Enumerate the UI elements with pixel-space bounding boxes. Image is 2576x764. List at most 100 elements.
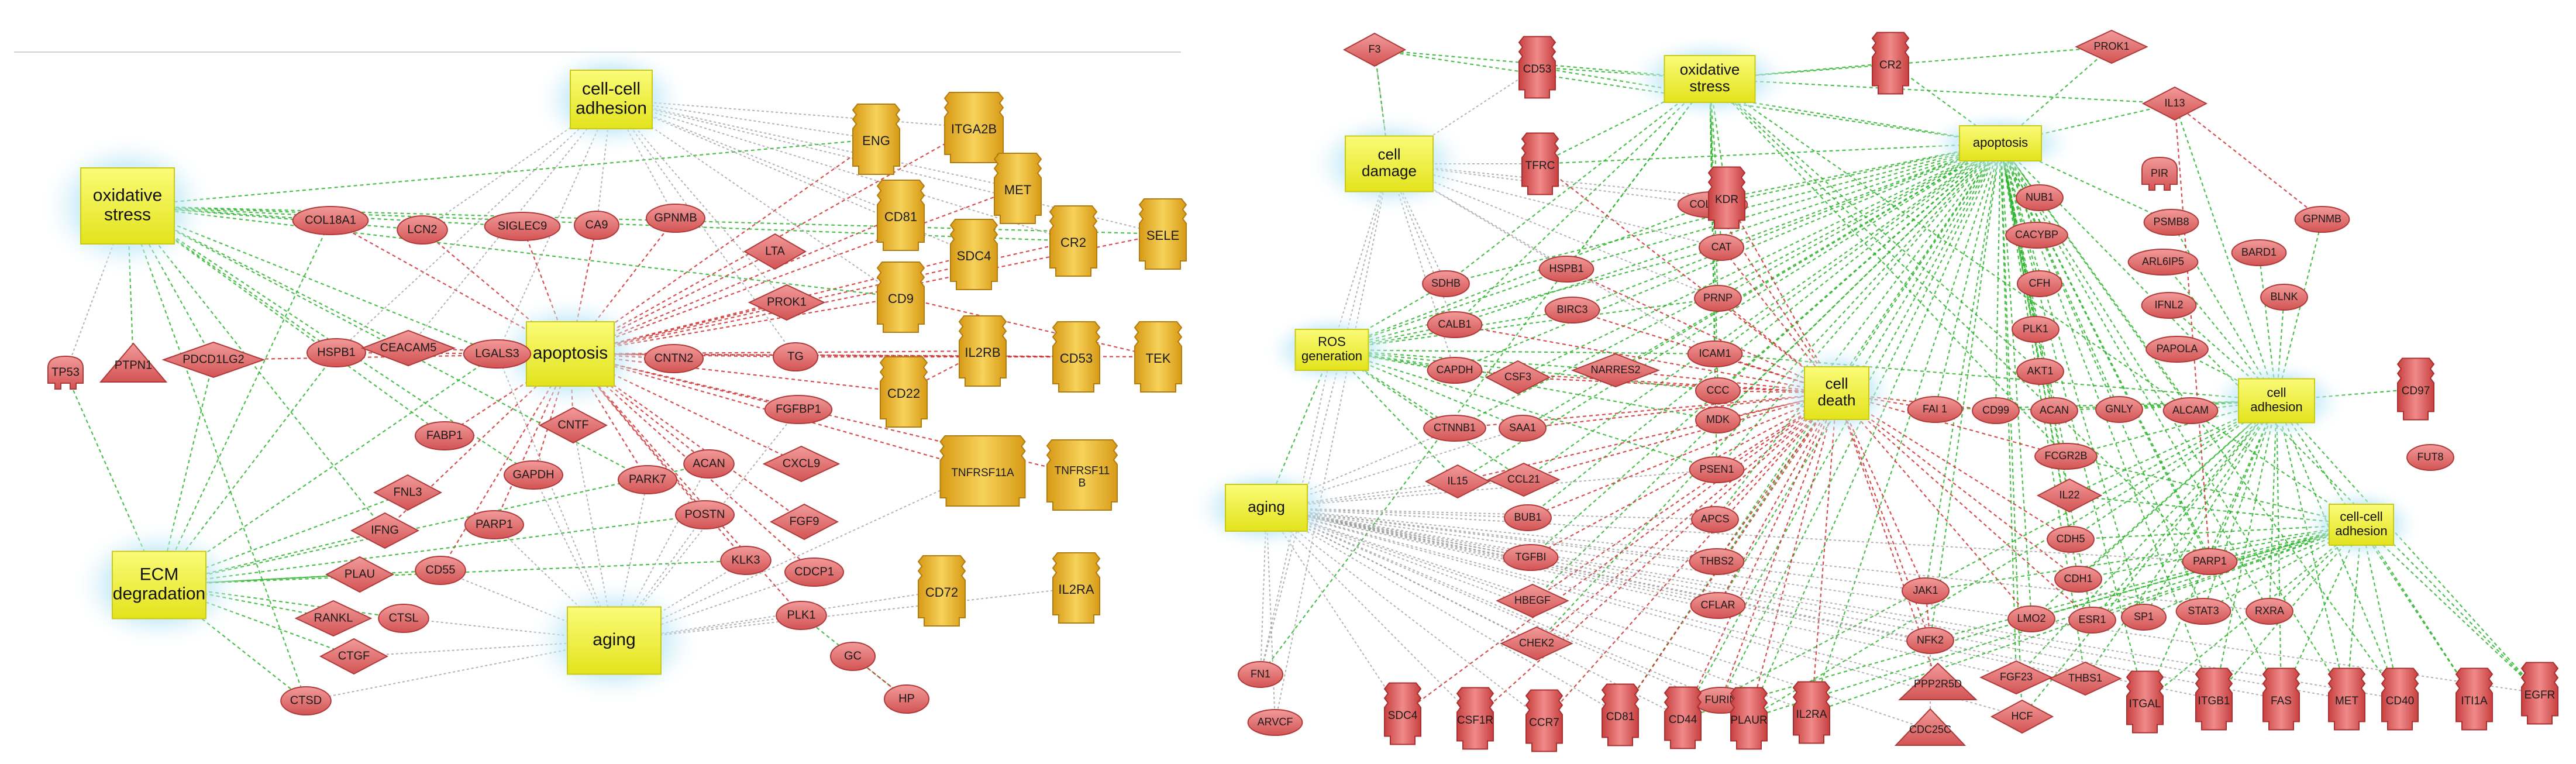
molecule-node-lmo2[interactable]: LMO2 [2007, 605, 2055, 632]
molecule-node-gc[interactable]: GC [830, 642, 876, 671]
molecule-node-gnly[interactable]: GNLY [2095, 396, 2143, 423]
molecule-node-il15[interactable]: IL15 [1424, 464, 1491, 499]
molecule-node-cdh5[interactable]: CDH5 [2047, 526, 2095, 553]
molecule-node-nub1[interactable]: NUB1 [2016, 184, 2064, 211]
molecule-node-parp1[interactable]: PARP1 [2182, 548, 2238, 575]
receptor-node-eng[interactable]: ENG [852, 104, 901, 175]
molecule-node-plk1[interactable]: PLK1 [776, 601, 827, 630]
molecule-node-ppp2r5d[interactable]: PPP2R5D [1898, 662, 1978, 700]
molecule-node-sdhb[interactable]: SDHB [1422, 270, 1470, 297]
molecule-node-gpnmb[interactable]: GPNMB [646, 204, 705, 233]
process-node-apoptosis[interactable]: apoptosis [1923, 110, 2078, 177]
molecule-node-acan[interactable]: ACAN [683, 449, 735, 479]
process-node-aging[interactable]: aging [1189, 463, 1344, 552]
molecule-node-chek2[interactable]: CHEK2 [1500, 626, 1573, 661]
molecule-node-ceacam5[interactable]: CEACAM5 [360, 329, 456, 367]
molecule-node-lta[interactable]: LTA [743, 233, 807, 270]
molecule-node-psmb8[interactable]: PSMB8 [2143, 209, 2199, 236]
molecule-node-prok1[interactable]: PROK1 [2075, 29, 2148, 64]
molecule-node-lgals3[interactable]: LGALS3 [463, 339, 532, 369]
process-node-aging[interactable]: aging [525, 576, 703, 705]
molecule-node-ptpn1[interactable]: PTPN1 [99, 342, 168, 383]
receptor-node-met[interactable]: MET [2327, 667, 2366, 731]
molecule-node-jak1[interactable]: JAK1 [1902, 577, 1950, 604]
molecule-node-il13[interactable]: IL13 [2141, 86, 2208, 121]
receptor-node-cd53[interactable]: CD53 [1518, 36, 1556, 99]
molecule-node-fgf23[interactable]: FGF23 [1979, 660, 2053, 695]
molecule-node-cd99[interactable]: CD99 [1972, 397, 2020, 424]
molecule-node-hspb1[interactable]: HSPB1 [306, 338, 366, 367]
molecule-node-park7[interactable]: PARK7 [618, 465, 677, 494]
molecule-node-prok1[interactable]: PROK1 [748, 284, 826, 321]
molecule-node-calb1[interactable]: CALB1 [1427, 311, 1483, 338]
molecule-node-f3[interactable]: F3 [1342, 32, 1407, 67]
receptor-node-il2rb[interactable]: IL2RB [958, 315, 1007, 387]
receptor-node-met[interactable]: MET [993, 153, 1042, 224]
molecule-node-gpnmb[interactable]: GPNMB [2294, 206, 2350, 233]
receptor-node-sele[interactable]: SELE [1138, 198, 1187, 270]
receptor-node-iti1a[interactable]: ITI1A [2455, 667, 2494, 731]
receptor-node-cd97[interactable]: CD97 [2396, 357, 2435, 421]
receptor-node-itgal[interactable]: ITGAL [2126, 670, 2164, 734]
molecule-node-cntn2[interactable]: CNTN2 [644, 344, 704, 373]
molecule-node-cdh1[interactable]: CDH1 [2054, 566, 2102, 593]
receptor-node-cd53[interactable]: CD53 [1052, 321, 1101, 393]
molecule-node-papola[interactable]: PAPOLA [2145, 336, 2209, 363]
receptor-node-cd72[interactable]: CD72 [917, 555, 966, 627]
process-node-apoptosis[interactable]: apoptosis [487, 292, 654, 415]
molecule-node-hbegf[interactable]: HBEGF [1496, 583, 1569, 618]
molecule-node-fgfbp1[interactable]: FGFBP1 [764, 395, 833, 424]
molecule-node-pir[interactable]: PIR [2141, 156, 2178, 191]
molecule-node-hp[interactable]: HP [884, 684, 929, 714]
molecule-node-rankl[interactable]: RANKL [294, 600, 373, 637]
molecule-node-ctsl[interactable]: CTSL [378, 604, 429, 633]
molecule-node-ca9[interactable]: CA9 [574, 211, 619, 240]
molecule-node-apcs[interactable]: APCS [1691, 506, 1739, 533]
molecule-node-cdcp1[interactable]: CDCP1 [784, 557, 844, 587]
molecule-node-birc3[interactable]: BIRC3 [1544, 297, 1600, 324]
receptor-node-cr2[interactable]: CR2 [1049, 205, 1098, 277]
molecule-node-stat3[interactable]: STAT3 [2175, 598, 2231, 625]
receptor-node-ccr7[interactable]: CCR7 [1525, 689, 1563, 752]
molecule-node-parp1[interactable]: PARP1 [464, 510, 524, 539]
molecule-node-hcf[interactable]: HCF [1990, 699, 2054, 734]
molecule-node-ifnl2[interactable]: IFNL2 [2141, 292, 2197, 319]
molecule-node-capdh[interactable]: CAPDH [1427, 357, 1483, 384]
molecule-node-thbs2[interactable]: THBS2 [1689, 548, 1745, 575]
receptor-node-il2ra[interactable]: IL2RA [1792, 681, 1831, 744]
molecule-node-psen1[interactable]: PSEN1 [1689, 456, 1745, 483]
molecule-node-cflar[interactable]: CFLAR [1690, 592, 1746, 619]
molecule-node-fgf9[interactable]: FGF9 [770, 503, 839, 541]
molecule-node-rxra[interactable]: RXRA [2246, 598, 2293, 625]
molecule-node-fut8[interactable]: FUT8 [2406, 444, 2454, 471]
molecule-node-arl6ip5[interactable]: ARL6IP5 [2127, 249, 2199, 276]
molecule-node-lcn2[interactable]: LCN2 [397, 215, 448, 245]
molecule-node-mdk[interactable]: MDK [1695, 407, 1741, 433]
molecule-node-arvcf[interactable]: ARVCF [1247, 709, 1303, 736]
receptor-node-fas[interactable]: FAS [2262, 667, 2301, 731]
molecule-node-fnl3[interactable]: FNL3 [373, 474, 442, 511]
molecule-node-icam1[interactable]: ICAM1 [1687, 340, 1743, 367]
molecule-node-gapdh[interactable]: GAPDH [504, 460, 563, 490]
molecule-node-tgfbi[interactable]: TGFBI [1503, 544, 1559, 571]
molecule-node-cxcl9[interactable]: CXCL9 [762, 445, 841, 483]
molecule-node-bard1[interactable]: BARD1 [2231, 239, 2287, 266]
molecule-node-cacybp[interactable]: CACYBP [2005, 222, 2068, 249]
receptor-node-itgb1[interactable]: ITGB1 [2195, 667, 2233, 731]
receptor-node-cr2[interactable]: CR2 [1871, 32, 1910, 95]
molecule-node-cntf[interactable]: CNTF [539, 407, 608, 444]
receptor-node-csf1r[interactable]: CSF1R [1456, 687, 1494, 750]
molecule-node-fn1[interactable]: FN1 [1238, 661, 1283, 688]
molecule-node-ccl21[interactable]: CCL21 [1487, 462, 1561, 497]
molecule-node-fai-1[interactable]: FAI 1 [1907, 396, 1963, 423]
molecule-node-col18a1[interactable]: COL18A1 [292, 206, 369, 235]
molecule-node-esr1[interactable]: ESR1 [2068, 607, 2116, 634]
receptor-node-cd40[interactable]: CD40 [2381, 667, 2419, 731]
